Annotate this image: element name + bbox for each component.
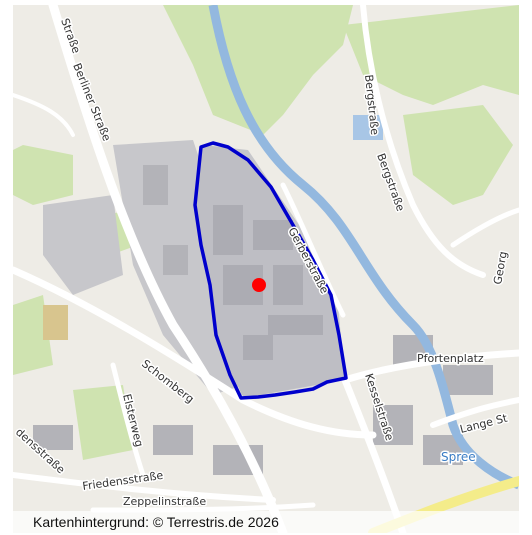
map-viewport[interactable]: Straße Berliner Straße Bergstraße Bergst… <box>13 5 519 533</box>
green-area-meadow <box>163 5 353 135</box>
river-spree <box>208 5 519 490</box>
label-pfortenplatz: Pfortenplatz <box>417 352 484 365</box>
building <box>43 305 68 340</box>
label-zeppelinstrasse: Zeppelinstraße <box>123 495 206 508</box>
building <box>163 245 188 275</box>
building <box>33 425 73 450</box>
road-minor <box>13 93 75 137</box>
location-marker[interactable] <box>252 278 266 292</box>
map-canvas[interactable]: Straße Berliner Straße Bergstraße Bergst… <box>13 5 519 533</box>
road-bergstrasse <box>360 5 486 278</box>
road-lange-strasse <box>430 397 519 428</box>
road-pfortenplatz <box>341 349 519 384</box>
industrial-area-far-west <box>43 195 123 295</box>
building <box>273 265 303 305</box>
green-area-east <box>403 105 513 205</box>
building <box>213 205 243 255</box>
area-outline[interactable] <box>193 141 348 400</box>
green-area-north-east <box>343 5 519 105</box>
attribution-text: Kartenhintergrund: © Terrestris.de 2026 <box>33 514 279 530</box>
green-area-sports <box>73 385 133 460</box>
road-elsterweg <box>110 362 146 478</box>
building <box>253 220 293 250</box>
road-schomberg <box>13 266 377 439</box>
building <box>353 115 383 140</box>
road-berliner-strasse <box>48 5 288 533</box>
building <box>268 315 323 335</box>
buildings <box>33 115 493 475</box>
map-attribution: Kartenhintergrund: © Terrestris.de 2026 <box>13 511 519 533</box>
green-area-west <box>13 145 73 205</box>
building <box>243 335 273 360</box>
road-gerberstrasse <box>280 182 346 318</box>
building <box>443 365 493 395</box>
river <box>208 5 519 490</box>
roads <box>13 5 519 533</box>
building <box>373 405 413 445</box>
road-zeppelinstrasse <box>90 502 316 513</box>
road-georg <box>450 207 519 248</box>
building <box>153 425 193 455</box>
building <box>143 165 168 205</box>
label-spree: Spree <box>441 450 476 464</box>
road-friedensstrasse <box>13 472 276 503</box>
